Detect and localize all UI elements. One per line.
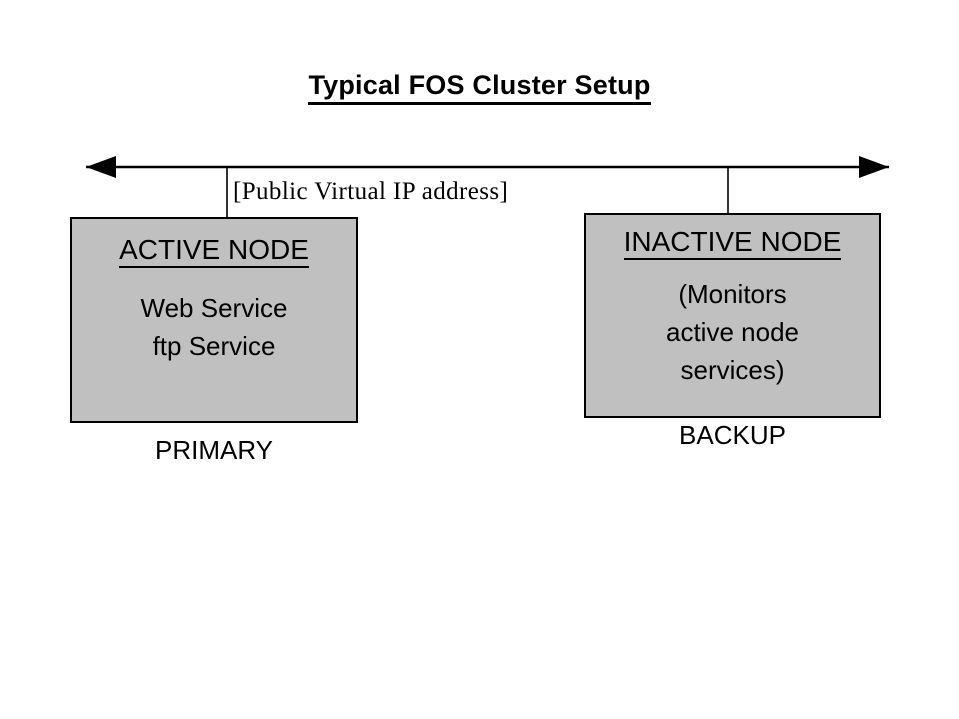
network-bus-arrow: [86, 156, 889, 218]
active-node-service-line: Web Service: [140, 293, 288, 324]
public-virtual-ip-label: [Public Virtual IP address]: [233, 178, 509, 205]
inactive-node-description-line: active node: [666, 317, 799, 348]
inactive-node-description-line: (Monitors: [678, 279, 787, 310]
active-node-box: ACTIVE NODE Web Service ftp Service: [70, 217, 358, 423]
left-arrowhead-icon: [86, 156, 116, 178]
backup-role-caption: BACKUP: [679, 420, 786, 450]
right-arrowhead-icon: [859, 156, 889, 178]
inactive-node-heading-text: INACTIVE NODE: [623, 226, 842, 260]
inactive-node-box: INACTIVE NODE (Monitors active node serv…: [584, 213, 881, 418]
primary-role-caption: PRIMARY: [155, 435, 273, 465]
inactive-node-description-line: services): [680, 355, 785, 386]
inactive-node-heading: INACTIVE NODE: [586, 226, 879, 260]
page-title: Typical FOS Cluster Setup: [0, 70, 959, 105]
active-node-heading-text: ACTIVE NODE: [119, 234, 309, 268]
page-title-text: Typical FOS Cluster Setup: [308, 70, 651, 105]
active-node-service-line: ftp Service: [152, 331, 276, 362]
inactive-node-description: (Monitors active node services): [586, 276, 879, 390]
active-node-services: Web Service ftp Service: [72, 290, 356, 366]
active-node-heading: ACTIVE NODE: [72, 234, 356, 268]
